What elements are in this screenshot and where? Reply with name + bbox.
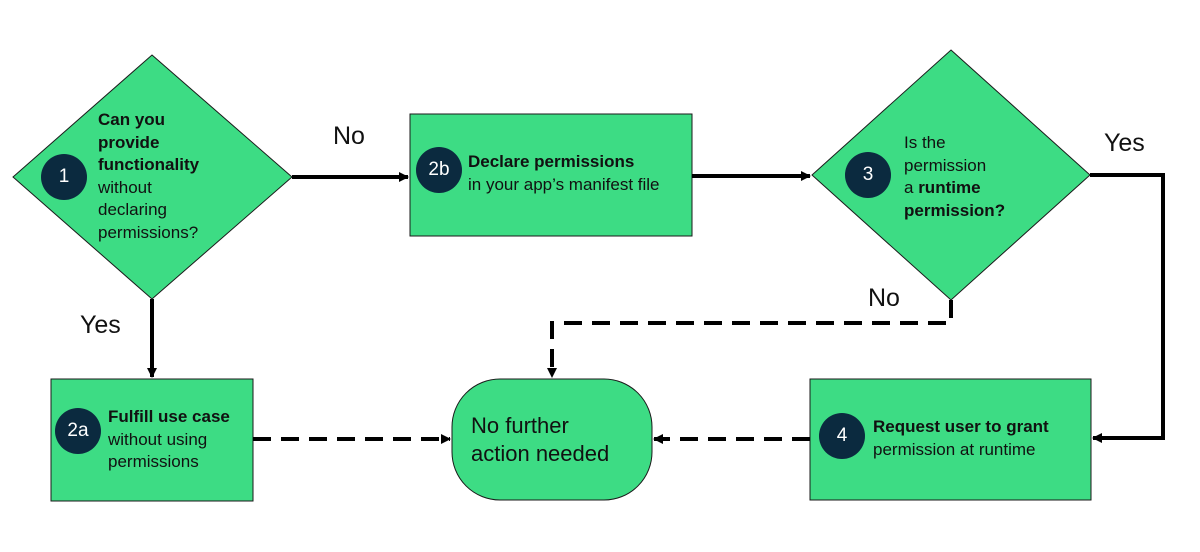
step-2b-title: Declare permissions [468, 152, 635, 171]
decision-1-line-6: permissions? [98, 222, 199, 242]
step-2a-title: Fulfill use case [108, 407, 230, 426]
decision-3-line-3-emphasis: runtime [918, 178, 981, 197]
decision-1-line-2: provide [98, 132, 160, 152]
step-4-text: Request user to grant permission at runt… [873, 416, 1049, 461]
step-2b-text: Declare permissions in your app’s manife… [468, 151, 660, 196]
decision-1-line-1: Can you [98, 110, 166, 129]
step-4-subtitle: permission at runtime [873, 439, 1036, 459]
decision-1-line-5: declaring [98, 200, 167, 219]
edge-3-to-4 [1090, 173, 1165, 443]
step-1-badge: 1 [41, 154, 87, 200]
edge-label-decision-3-yes: Yes [1104, 129, 1145, 157]
step-2a-line-2: without using [108, 429, 208, 449]
step-2a-badge: 2a [55, 408, 101, 454]
terminal-rounded-box [451, 378, 653, 501]
decision-3-line-3: a runtime [904, 177, 1005, 200]
terminal-line-1: No further [471, 413, 569, 438]
terminal-text: No further action needed [471, 412, 609, 468]
edge-label-decision-3-no: No [868, 284, 900, 312]
decision-3-text: Is the permission a runtime permission? [904, 132, 1005, 222]
step-2b-subtitle: in your app’s manifest file [468, 174, 660, 194]
step-2a-line-3: permissions [108, 452, 199, 471]
decision-1-line-3: functionality [98, 155, 200, 174]
decision-3-line-1: Is the [904, 133, 946, 152]
step-3-badge: 3 [845, 152, 891, 198]
decision-1-line-4: without [98, 177, 152, 197]
edge-3-to-terminal [547, 300, 953, 378]
terminal-line-2: action needed [471, 441, 610, 466]
edge-label-decision-1-no: No [333, 122, 365, 150]
step-4-title: Request user to grant [873, 417, 1049, 436]
step-4-badge: 4 [819, 413, 865, 459]
decision-1-text: Can you provide functionality without de… [98, 109, 199, 244]
decision-3-line-3-prefix: a [904, 178, 919, 197]
edge-label-decision-1-yes: Yes [80, 311, 121, 339]
step-2b-badge: 2b [416, 147, 462, 193]
decision-3-line-2: permission [904, 155, 987, 175]
decision-3-line-4: permission? [904, 200, 1006, 220]
step-2a-text: Fulfill use case without using permissio… [108, 406, 230, 474]
